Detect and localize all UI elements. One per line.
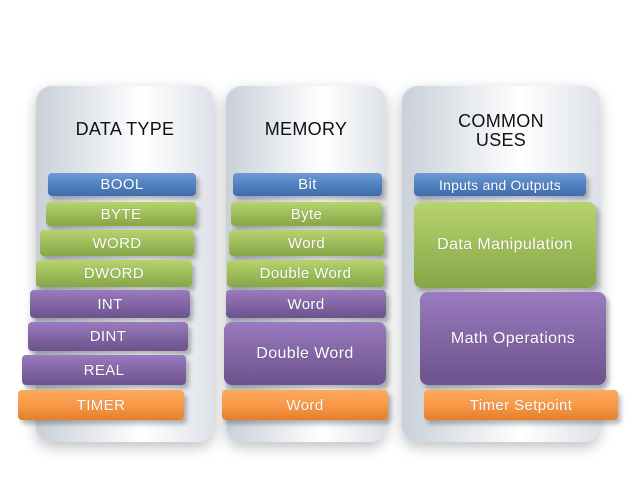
memory-title: MEMORY bbox=[264, 119, 348, 139]
common-uses-title: COMMON USES bbox=[458, 111, 544, 150]
data-type-title: DATA TYPE bbox=[75, 119, 175, 139]
data-type-dint: DINT bbox=[28, 322, 188, 351]
memory-double-word: Double Word bbox=[227, 260, 384, 287]
uses-data-manipulation: Data Manipulation bbox=[414, 202, 596, 288]
memory-byte: Byte bbox=[231, 202, 382, 226]
uses-timer-setpoint: Timer Setpoint bbox=[424, 390, 618, 420]
memory-double-word-dint-real: Double Word bbox=[224, 322, 386, 385]
memory-word-timer: Word bbox=[222, 390, 388, 420]
data-type-real: REAL bbox=[22, 355, 186, 385]
memory-word: Word bbox=[229, 230, 384, 256]
data-type-dword: DWORD bbox=[36, 260, 192, 287]
data-type-timer: TIMER bbox=[18, 390, 184, 420]
data-type-byte: BYTE bbox=[46, 202, 196, 226]
uses-inputs-outputs: Inputs and Outputs bbox=[414, 173, 586, 196]
data-type-word: WORD bbox=[40, 230, 194, 256]
memory-word-int: Word bbox=[226, 290, 386, 318]
data-type-bool: BOOL bbox=[48, 173, 196, 196]
uses-math-operations: Math Operations bbox=[420, 292, 606, 385]
data-type-int: INT bbox=[30, 290, 190, 318]
memory-bit: Bit bbox=[233, 173, 382, 196]
